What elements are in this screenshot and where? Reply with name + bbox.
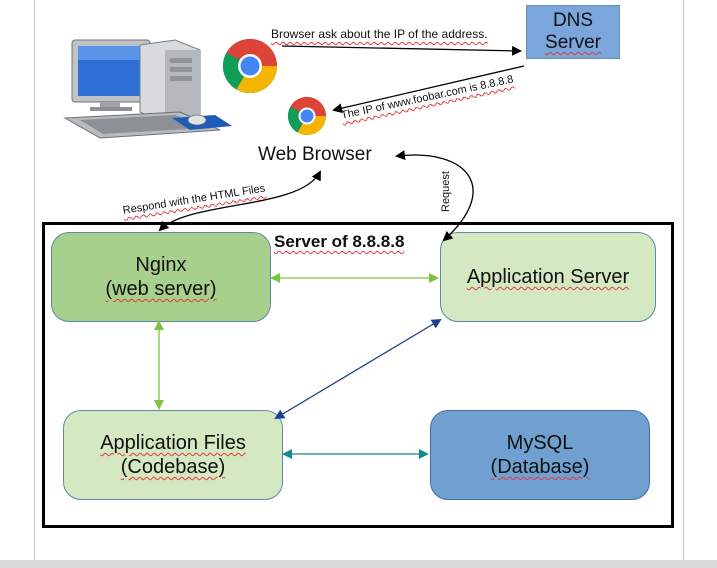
nginx-node: Nginx (web server) (51, 232, 271, 322)
edge-label-ask: Browser ask about the IP of the address. (271, 27, 488, 41)
application-server-node: Application Server (440, 232, 656, 322)
chrome-logo-icon (287, 96, 327, 136)
desktop-computer-icon (63, 39, 232, 139)
arrow-browser-to-dns (281, 45, 522, 56)
page-bottom-bar (0, 560, 717, 568)
web-browser-label: Web Browser (258, 144, 372, 165)
app-files-line2: (Codebase) (120, 456, 226, 478)
server-title: Server of 8.8.8.8 (274, 232, 405, 251)
edge-label-ip-reply: The IP of www.foobar.com is 8.8.8.8 (340, 73, 515, 122)
dns-server-line1: DNS (552, 10, 594, 31)
edge-label-respond: Respond with the HTML Files (122, 182, 266, 217)
application-files-node: Application Files (Codebase) (63, 410, 283, 500)
dns-server-box: DNS Server (526, 5, 620, 59)
server-frame (42, 222, 674, 528)
app-server-line1: Application Server (466, 266, 630, 288)
mysql-node: MySQL (Database) (430, 410, 650, 500)
chrome-logo-icon (222, 38, 278, 94)
nginx-line2: (web server) (105, 278, 217, 300)
dns-server-line2: Server (545, 32, 601, 53)
app-files-line1: Application Files (100, 432, 246, 454)
mysql-line2: (Database) (490, 456, 590, 478)
edge-label-request: Request (440, 171, 452, 212)
nginx-line1: Nginx (135, 254, 187, 276)
page-margin-right (683, 0, 684, 568)
mysql-line1: MySQL (506, 432, 574, 454)
page-margin-left (34, 0, 35, 568)
